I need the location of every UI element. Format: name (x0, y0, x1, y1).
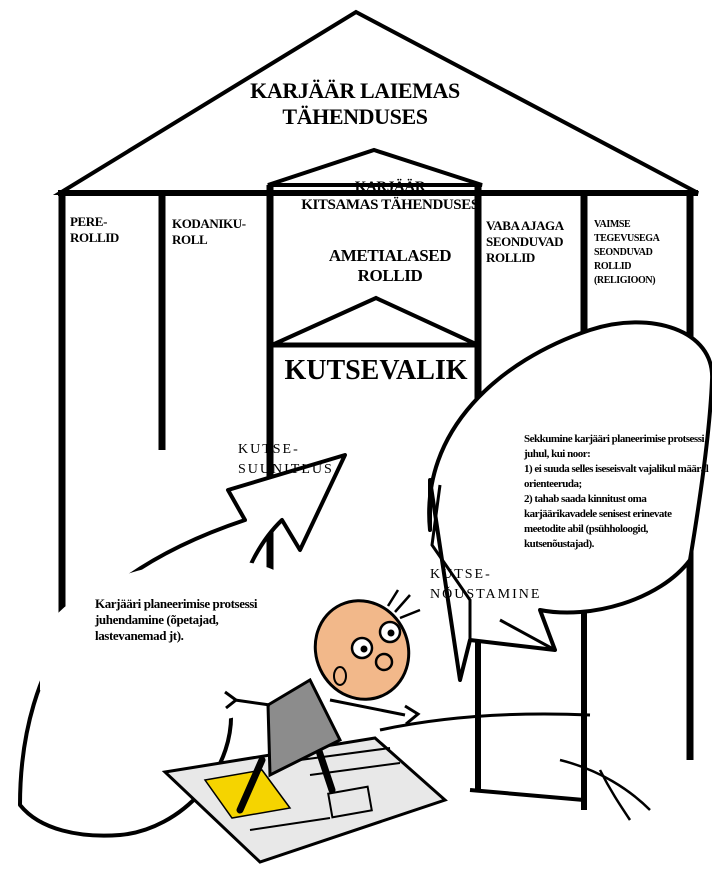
professional-roles-label: AMETIALASED ROLLID (328, 246, 452, 285)
pillar-citizen-label: KODANIKU- ROLL (172, 216, 246, 247)
pillar-leisure-label: VABA AJAGA SEONDUVAD ROLLID (486, 218, 564, 265)
motion-line (379, 712, 591, 732)
figure-shirt (266, 677, 343, 778)
counseling-arrow (430, 484, 556, 652)
choice-arrow (271, 295, 479, 347)
guidance-blob (40, 560, 316, 820)
pillar-family-label: PERE- ROLLID (70, 214, 119, 245)
figure-arm (234, 698, 406, 717)
figure-pupil (387, 629, 395, 637)
motion-line (559, 758, 651, 811)
magazine-line (299, 747, 391, 761)
magazine-box (327, 785, 373, 819)
career-choice-label: KUTSEVALIK (284, 355, 468, 386)
figure-hair (386, 589, 421, 620)
roof-title: KARJÄÄR LAIEMAS TÄHENDUSES (250, 78, 460, 129)
figure-nose (374, 652, 394, 672)
magazine-line (249, 817, 331, 831)
motion-line (598, 769, 632, 821)
figure-pupil (360, 645, 368, 653)
counseling-label: KUTSE- NÕUSTAMINE (430, 567, 542, 602)
guidance-text: Karjääri planeerimise protsessi juhendam… (95, 596, 258, 643)
planning-label: KUTSE- SUUNITLUS (238, 442, 334, 477)
narrow-career-title: KARJÄÄR KITSAMAS TÄHENDUSES (301, 179, 479, 213)
floor-line (469, 788, 585, 802)
figure-hand (224, 690, 421, 726)
figure-ear (333, 666, 347, 686)
figure-legs (236, 744, 336, 814)
inner-roof (267, 147, 483, 187)
referral-text: Sekkumine karjääri planeerimise protsess… (524, 433, 709, 550)
pillar-spiritual-label: VAIMSE TEGEVUSEGA SEONDUVAD ROLLID (RELI… (594, 219, 660, 286)
